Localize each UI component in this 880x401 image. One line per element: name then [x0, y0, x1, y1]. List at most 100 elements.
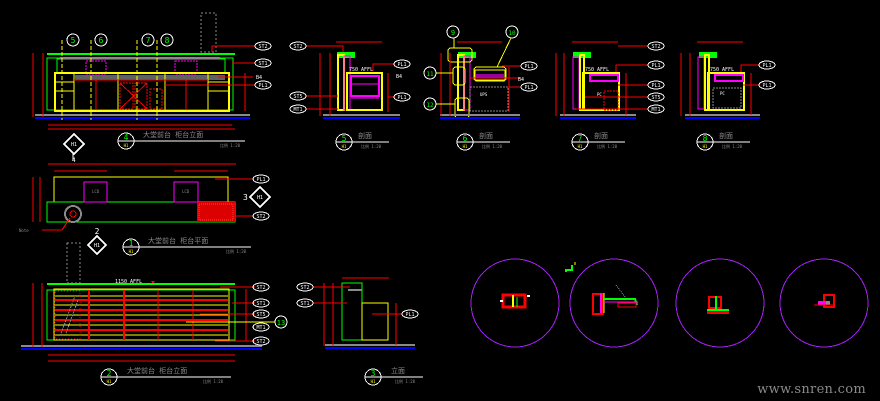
- material-tag[interactable]: ST2: [252, 282, 270, 292]
- leader-line: [306, 45, 344, 52]
- panel: [457, 54, 465, 111]
- material-tag[interactable]: PL1: [254, 80, 272, 90]
- material-tag[interactable]: ST5: [647, 92, 665, 102]
- detail-circle[interactable]: [675, 258, 765, 348]
- counter-inner: [56, 58, 226, 74]
- panel: [337, 54, 345, 111]
- section-diamond-callout[interactable]: 3 H1: [243, 185, 272, 209]
- leader-line: [740, 64, 760, 72]
- material-tag[interactable]: PL1: [758, 60, 776, 70]
- material-tag[interactable]: MT1: [289, 104, 307, 114]
- material-tag[interactable]: PL1: [647, 60, 665, 70]
- svg-text:PL1: PL1: [651, 83, 660, 89]
- cabinet: [346, 72, 383, 111]
- svg-text:10: 10: [508, 30, 516, 37]
- base-cabinet: [54, 72, 230, 112]
- svg-text:ST2: ST2: [256, 285, 265, 291]
- svg-text:13: 13: [277, 319, 285, 327]
- detail-circle[interactable]: [569, 258, 659, 348]
- svg-text:2: 2: [107, 369, 112, 378]
- svg-text:PL1: PL1: [762, 83, 771, 89]
- panel-inner: [697, 56, 705, 110]
- material-tag[interactable]: ST2: [252, 336, 270, 346]
- svg-text:9: 9: [451, 29, 455, 37]
- stone-hatch-mid: [75, 75, 225, 80]
- svg-text:MT1: MT1: [256, 325, 265, 331]
- height-note: 1150 AFFL: [115, 279, 142, 285]
- section-diamond-callout[interactable]: H1: [62, 132, 86, 156]
- column-outline: [66, 242, 81, 284]
- svg-text:7: 7: [578, 134, 583, 143]
- detail-callout-box: [473, 66, 507, 82]
- svg-text:H1: H1: [371, 379, 376, 384]
- material-tag[interactable]: PL1: [520, 82, 538, 92]
- svg-text:H1: H1: [257, 195, 263, 201]
- material-tag[interactable]: ST2: [647, 41, 665, 51]
- svg-text:立面: 立面: [391, 366, 405, 375]
- grid-bubble: 7: [141, 33, 155, 47]
- equipment-outline: [603, 90, 619, 111]
- svg-text:比例 1:20: 比例 1:20: [722, 143, 743, 149]
- side-label: B4: [256, 75, 262, 81]
- leader-line: [615, 64, 648, 72]
- section-5-view: 750 AFFL ST2 ST5 MT1 PL1 PL1 B4 5 H1 剖面 …: [289, 41, 411, 151]
- svg-text:8: 8: [165, 36, 170, 45]
- material-tag[interactable]: ST5: [252, 309, 270, 319]
- material-tag[interactable]: PL1: [252, 174, 270, 184]
- material-tag[interactable]: PL1: [647, 80, 665, 90]
- svg-text:PL1: PL1: [524, 85, 533, 91]
- material-tag[interactable]: ST2: [296, 282, 314, 292]
- annotation: UPS: [480, 92, 488, 97]
- section-diamond-callout[interactable]: 2 H1: [86, 227, 108, 256]
- cross-line: [119, 82, 148, 110]
- monitor-plan-right: [173, 181, 199, 203]
- equipment-outline: [712, 87, 742, 109]
- detail-circle[interactable]: [779, 258, 869, 348]
- grid-bubble: 12: [423, 97, 437, 111]
- material-tag[interactable]: PL1: [758, 80, 776, 90]
- panel: [341, 282, 363, 341]
- material-tag[interactable]: ST2: [252, 211, 270, 221]
- material-tag[interactable]: MT1: [252, 322, 270, 332]
- grid-bubble: 11: [423, 66, 437, 80]
- svg-text:H1: H1: [124, 143, 129, 148]
- view-title-block: 5 H1 剖面 比例 1:20: [335, 131, 389, 151]
- material-tag[interactable]: ST2: [254, 41, 272, 51]
- material-tag[interactable]: ST1: [252, 298, 270, 308]
- cabinet: [582, 72, 620, 111]
- view-title-block: 4 H1 大堂前台 柜台立面 比例 1:20: [117, 130, 245, 150]
- equipment-outline: [469, 86, 509, 112]
- material-tag[interactable]: PL1: [393, 59, 411, 69]
- detail-circle[interactable]: [470, 258, 560, 348]
- svg-text:比例 1:20: 比例 1:20: [226, 248, 247, 254]
- door-panel: [149, 88, 163, 110]
- material-tag[interactable]: PL1: [520, 61, 538, 71]
- svg-text:MT1: MT1: [293, 107, 302, 113]
- material-tag[interactable]: MT1: [647, 104, 665, 114]
- material-tag[interactable]: ST2: [289, 41, 307, 51]
- svg-text:ST2: ST2: [258, 44, 267, 50]
- material-tag[interactable]: PL1: [401, 309, 419, 319]
- material-tag[interactable]: ST5: [289, 91, 307, 101]
- side-label: B4: [518, 77, 524, 83]
- svg-text:大堂前台 柜台立面: 大堂前台 柜台立面: [143, 130, 203, 139]
- svg-text:H1: H1: [94, 243, 100, 249]
- material-tag[interactable]: ST1: [254, 58, 272, 68]
- svg-text:ST2: ST2: [651, 44, 660, 50]
- svg-text:2: 2: [95, 227, 100, 236]
- door-panel: [134, 82, 148, 110]
- svg-text:剖面: 剖面: [594, 131, 608, 140]
- cap-hatch: [348, 289, 362, 291]
- cladding-lines: [55, 290, 228, 340]
- svg-text:PL1: PL1: [256, 177, 265, 183]
- material-tag[interactable]: ST1: [296, 298, 314, 308]
- panel-inner: [572, 56, 580, 110]
- material-tag[interactable]: PL1: [393, 92, 411, 102]
- annotation: PC: [597, 92, 602, 97]
- svg-text:剖面: 剖面: [479, 131, 493, 140]
- section-7-view: PC 750 AFFL ST2 PL1 PL1 ST5 MT1 7 H1 剖面 …: [555, 41, 665, 151]
- svg-text:ST5: ST5: [651, 95, 660, 101]
- svg-text:ST1: ST1: [256, 301, 265, 307]
- hatch-pattern: [198, 203, 234, 221]
